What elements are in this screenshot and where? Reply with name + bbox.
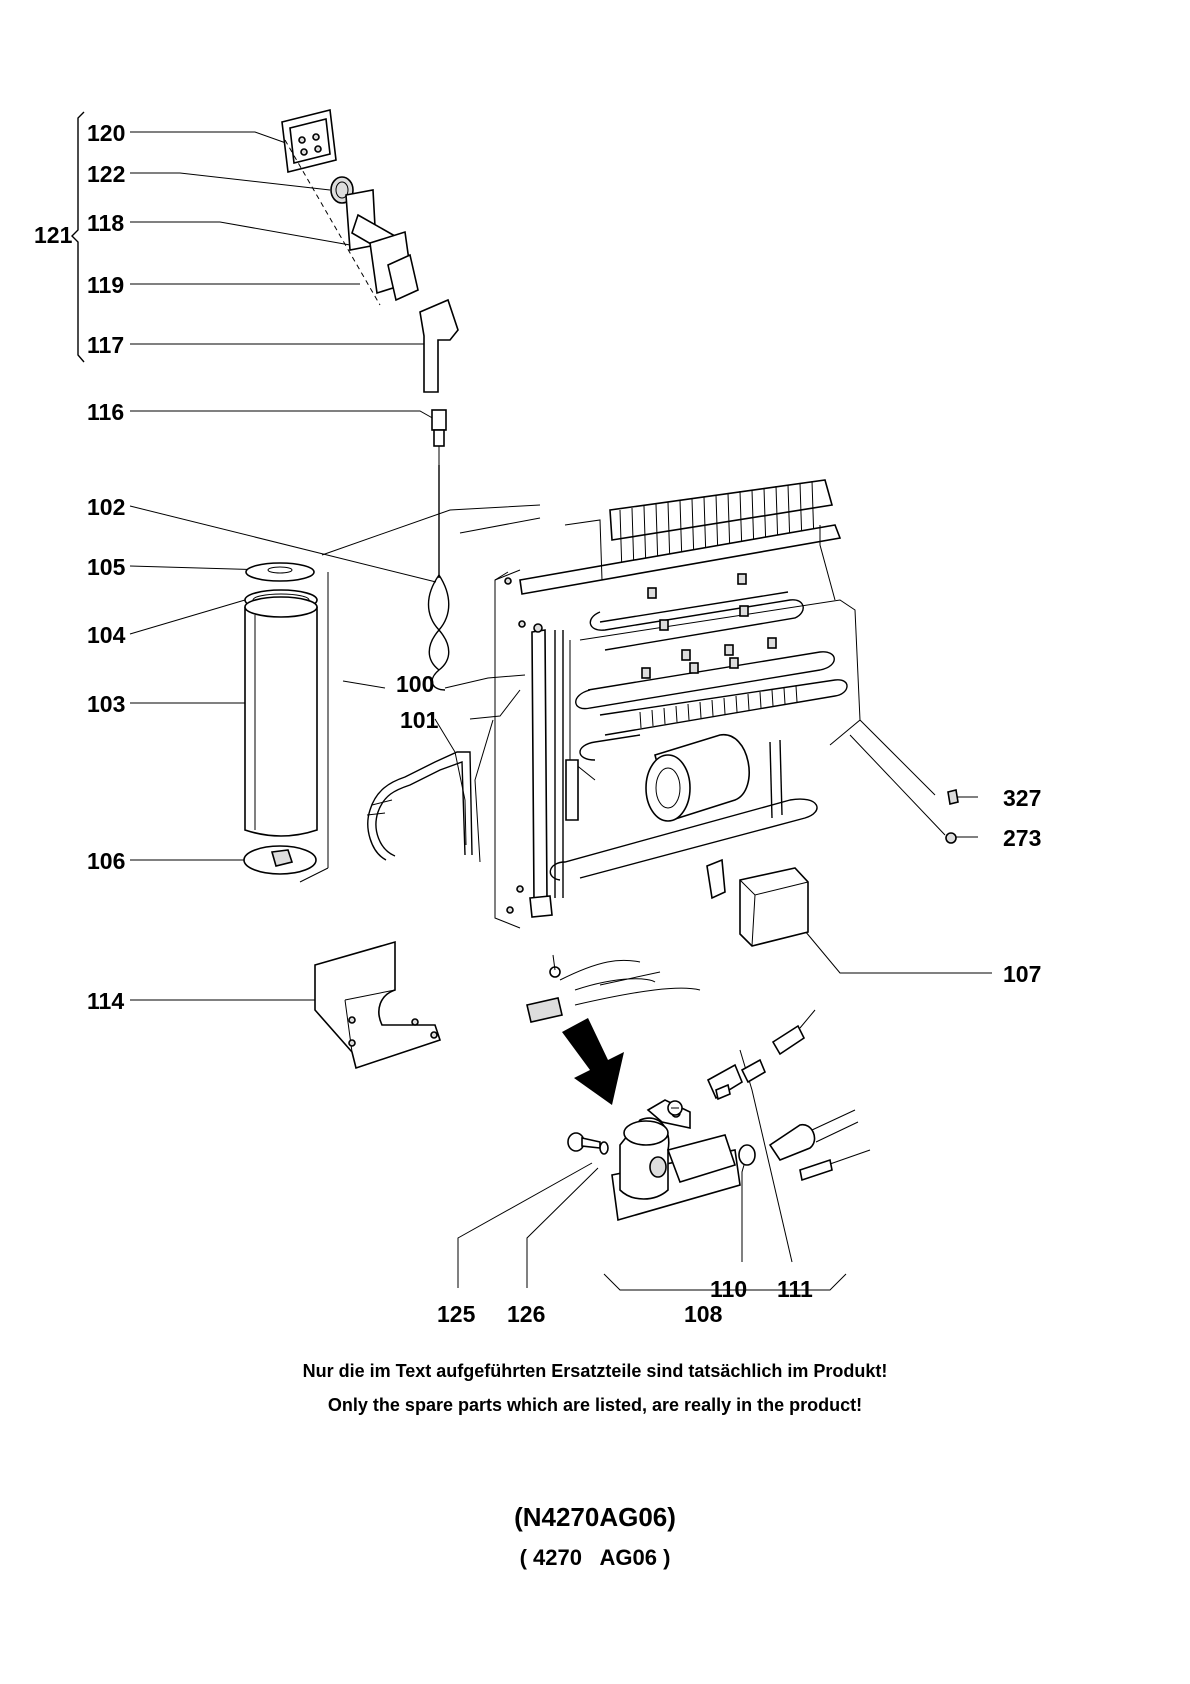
boiler-tube xyxy=(529,623,553,918)
note-english: Only the spare parts which are listed, a… xyxy=(327,1395,863,1415)
label-116: 116 xyxy=(87,399,124,425)
label-114: 114 xyxy=(87,988,124,1014)
label-100: 100 xyxy=(396,671,434,697)
label-106: 106 xyxy=(87,848,125,874)
enclosure-lines xyxy=(299,504,541,929)
label-125: 125 xyxy=(437,1301,476,1327)
shield-114 xyxy=(314,940,442,1070)
label-120: 120 xyxy=(87,120,125,146)
label-104: 104 xyxy=(87,622,126,648)
label-122: 122 xyxy=(87,161,125,187)
base-plate-106 xyxy=(243,845,317,875)
burner-assembly-small xyxy=(526,954,701,1023)
label-118: 118 xyxy=(87,210,124,236)
washer-126 xyxy=(599,1141,609,1155)
gas-pipe-101 xyxy=(366,751,473,861)
electrode-111 xyxy=(706,1009,816,1101)
label-102: 102 xyxy=(87,494,125,520)
label-105: 105 xyxy=(87,554,126,580)
group-121-bracket xyxy=(71,111,85,363)
label-117: 117 xyxy=(87,332,124,358)
label-110: 110 xyxy=(710,1276,747,1302)
label-273: 273 xyxy=(1003,825,1041,851)
label-111: 111 xyxy=(777,1276,813,1302)
cap-105 xyxy=(245,562,315,582)
flue-cover-120 xyxy=(281,109,337,173)
leader-lines xyxy=(129,131,992,1291)
adapter-116 xyxy=(431,409,447,475)
nut-273 xyxy=(945,832,957,844)
plug-110 xyxy=(738,1144,756,1166)
label-101: 101 xyxy=(400,707,439,733)
detail-arrow xyxy=(562,1018,624,1105)
clip-327 xyxy=(947,789,959,805)
label-327: 327 xyxy=(1003,785,1041,811)
flue-baffle-102 xyxy=(427,465,450,691)
thermocouple xyxy=(768,1109,871,1182)
cooling-unit-100 xyxy=(519,479,861,900)
label-121: 121 xyxy=(34,222,73,248)
small-screws xyxy=(504,577,526,914)
label-103: 103 xyxy=(87,691,125,717)
label-119: 119 xyxy=(87,272,124,298)
label-108: 108 xyxy=(684,1301,723,1327)
insulation-tube-103 xyxy=(244,596,318,837)
flue-pipe-118-119 xyxy=(345,189,419,302)
elbow-117 xyxy=(419,298,459,393)
label-126: 126 xyxy=(507,1301,545,1327)
note-german: Nur die im Text aufgeführten Ersatzteile… xyxy=(302,1361,888,1381)
screw-125 xyxy=(567,1132,601,1152)
reservoir-tank xyxy=(645,734,750,822)
drawing-code: (N4270AG06) xyxy=(514,1502,676,1532)
drawing-code-secondary: ( 4270 AG06 ) xyxy=(519,1545,671,1570)
burner-detail-108 xyxy=(611,1099,741,1222)
screw-top xyxy=(667,1100,683,1116)
cover-107 xyxy=(739,867,809,947)
label-107: 107 xyxy=(1003,961,1041,987)
